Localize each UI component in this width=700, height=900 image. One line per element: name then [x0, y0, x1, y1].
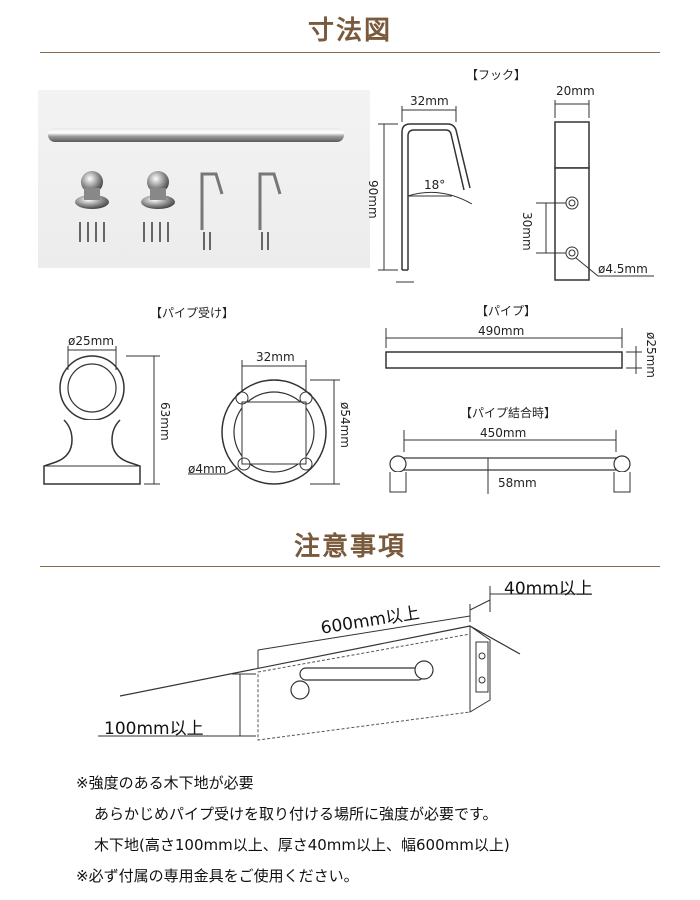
- note-line-3: 木下地(高さ100mm以上、厚さ40mm以上、幅600mm以上): [94, 836, 510, 854]
- holder-height-dim: 63mm: [158, 402, 172, 441]
- note-line-4: ※必ず付属の専用金具をご使用ください。: [76, 867, 359, 885]
- photo-pipe: [48, 128, 344, 142]
- product-photo: [38, 90, 370, 268]
- assembled-projection-dim: 58mm: [498, 476, 537, 490]
- holder-base-dia-dim: ø54mm: [338, 402, 352, 448]
- notes-title: 注意事項: [293, 532, 406, 562]
- holder-hole-pitch-dim: 32mm: [256, 350, 295, 364]
- note-line-1: ※強度のある木下地が必要: [76, 774, 254, 792]
- hook-side-width-dim: 20mm: [556, 84, 595, 98]
- assembled-diagram: [389, 430, 631, 494]
- assembled-length-dim: 450mm: [480, 426, 527, 440]
- install-thickness-dim: 40mm以上: [504, 579, 593, 599]
- assembled-label: 【パイプ結合時】: [460, 406, 557, 420]
- photo-holder-2: [141, 171, 175, 209]
- hook-angle-dim: 18°: [424, 178, 446, 192]
- note-line-2: あらかじめパイプ受けを取り付ける場所に強度が必要です。: [94, 805, 498, 823]
- hook-diagram: [378, 100, 654, 283]
- hook-hole-dia-dim: ø4.5mm: [598, 262, 648, 276]
- photo-hook-2: [258, 172, 282, 230]
- hook-label: 【フック】: [466, 68, 527, 82]
- product-photo-drawing: [48, 128, 344, 250]
- holder-label: 【パイプ受け】: [150, 306, 235, 320]
- hook-width-dim: 32mm: [410, 94, 449, 108]
- photo-screws: [79, 222, 269, 250]
- hook-hole-pitch-dim: 30mm: [520, 212, 534, 251]
- dimensions-title: 寸法図: [307, 16, 392, 46]
- install-height-dim: 100mm以上: [104, 719, 204, 739]
- pipe-diagram: [385, 328, 642, 374]
- pipe-length-dim: 490mm: [478, 324, 525, 338]
- photo-holder-1: [75, 171, 109, 209]
- notes-rule: [40, 566, 660, 567]
- pipe-dia-dim: ø25mm: [644, 332, 658, 378]
- holder-diagram: [43, 346, 340, 485]
- hook-height-dim: 90mm: [366, 180, 380, 219]
- photo-hook-1: [200, 172, 224, 230]
- title-rule: [40, 52, 660, 53]
- holder-ring-dia-dim: ø25mm: [68, 334, 114, 348]
- holder-hole-dia-dim: ø4mm: [188, 462, 227, 476]
- pipe-label: 【パイプ】: [476, 304, 537, 318]
